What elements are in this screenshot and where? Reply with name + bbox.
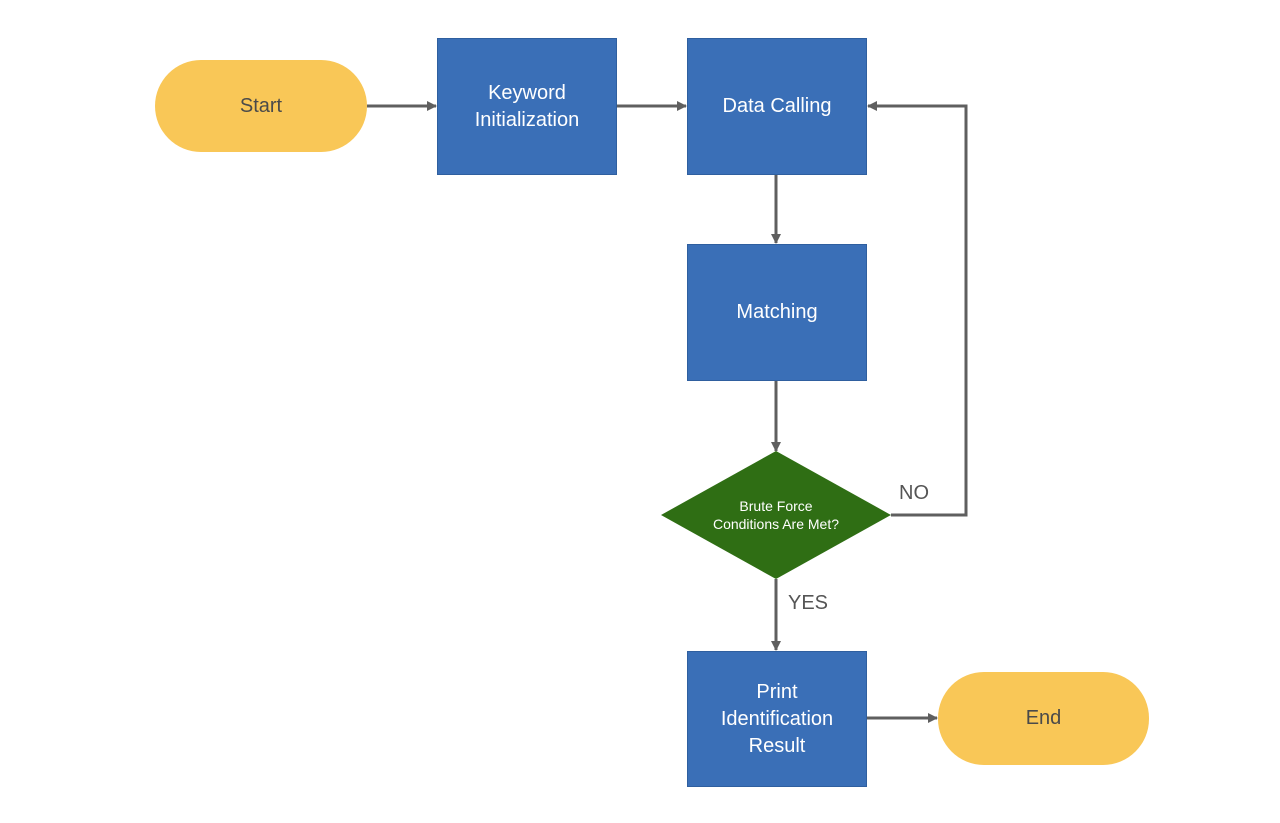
- matching-box: Matching: [687, 244, 867, 381]
- keyword-initialization-box: Keyword Initialization: [437, 38, 617, 175]
- decision-label-area: Brute Force Conditions Are Met?: [676, 490, 876, 540]
- keyword-initialization-label: Keyword Initialization: [474, 81, 580, 131]
- matching-label: Matching: [736, 301, 818, 323]
- print-identification-result-box: Print Identification Result: [687, 651, 867, 787]
- yes-edge-label: YES: [788, 592, 829, 614]
- print-identification-result-label: Print Identification Result: [720, 680, 834, 757]
- data-calling-label: Data Calling: [722, 95, 832, 117]
- connector-decision-no-loop: [867, 101, 968, 517]
- start-label: Start: [239, 94, 283, 117]
- no-edge-label: NO: [899, 482, 929, 504]
- end-terminal: End: [938, 672, 1149, 765]
- start-terminal: Start: [155, 60, 367, 152]
- data-calling-box: Data Calling: [687, 38, 867, 175]
- decision-diamond: [661, 451, 891, 579]
- end-label: End: [1025, 707, 1062, 729]
- decision-label: Brute Force Conditions Are Met?: [712, 498, 840, 532]
